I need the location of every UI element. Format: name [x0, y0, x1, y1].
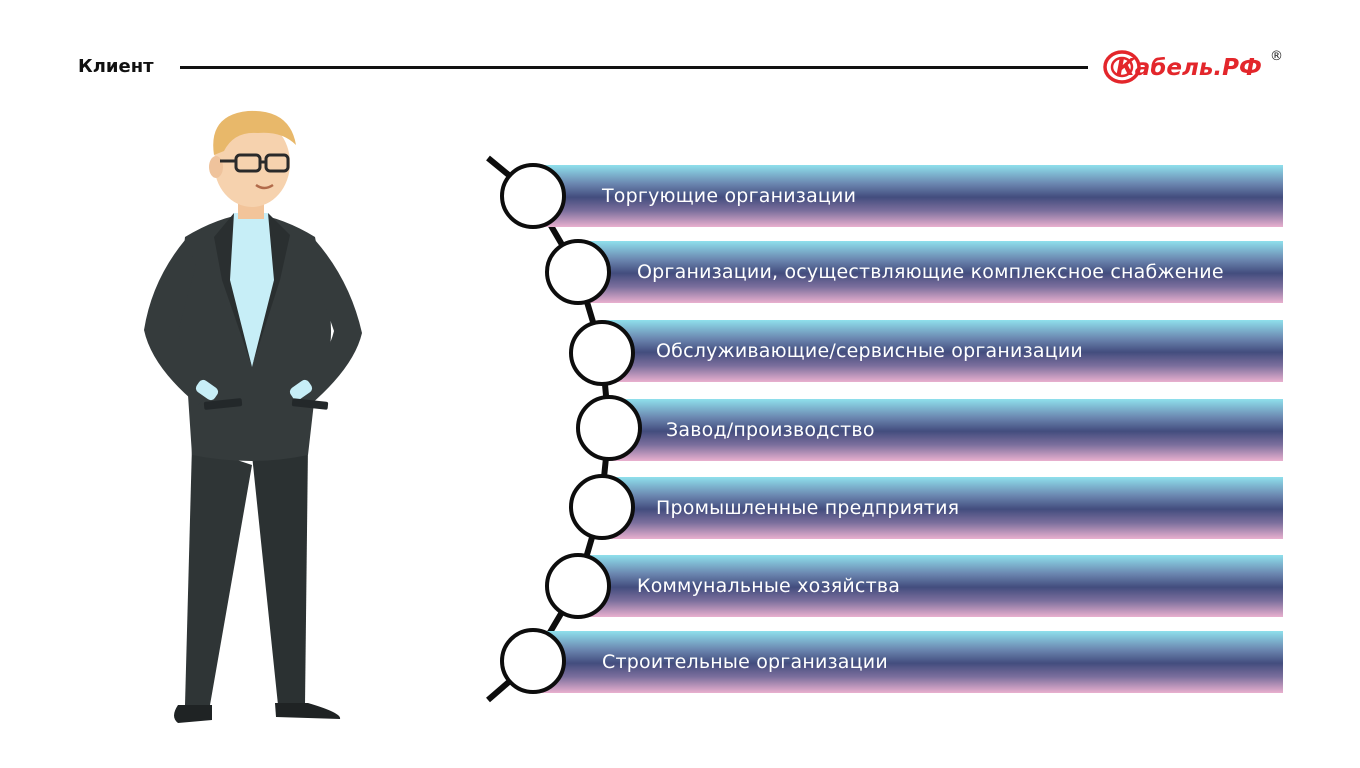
list-item: Промышленные предприятия	[603, 477, 1283, 539]
logo-swirl-icon	[1103, 50, 1141, 84]
page-title: Клиент	[78, 56, 154, 77]
logo-registered-mark: ®	[1270, 49, 1283, 64]
list-item: Строительные организации	[535, 631, 1283, 693]
timeline-node-4	[576, 395, 642, 461]
list-item-label: Организации, осуществляющие комплексное …	[637, 261, 1224, 283]
timeline-node-7	[500, 628, 566, 694]
list-item-label: Торгующие организации	[602, 185, 857, 207]
list-item-label: Обслуживающие/сервисные организации	[656, 340, 1083, 362]
timeline-node-5	[569, 474, 635, 540]
company-logo: Кабель.РФ ®	[1103, 49, 1283, 84]
list-item: Организации, осуществляющие комплексное …	[580, 241, 1283, 303]
list-item-label: Промышленные предприятия	[656, 497, 960, 519]
list-item: Торгующие организации	[535, 165, 1283, 227]
list-item-label: Завод/производство	[666, 419, 875, 441]
list-item-label: Строительные организации	[602, 651, 888, 673]
timeline-node-6	[545, 553, 611, 619]
timeline-node-3	[569, 320, 635, 386]
timeline-node-1	[500, 163, 566, 229]
list-item: Обслуживающие/сервисные организации	[603, 320, 1283, 382]
header-divider	[180, 66, 1088, 69]
list-item: Завод/производство	[610, 399, 1283, 461]
list-item-label: Коммунальные хозяйства	[637, 575, 901, 597]
logo-text: Кабель.РФ	[1116, 55, 1262, 81]
client-person-illustration	[144, 110, 362, 723]
timeline-node-2	[545, 239, 611, 305]
list-item: Коммунальные хозяйства	[580, 555, 1283, 617]
